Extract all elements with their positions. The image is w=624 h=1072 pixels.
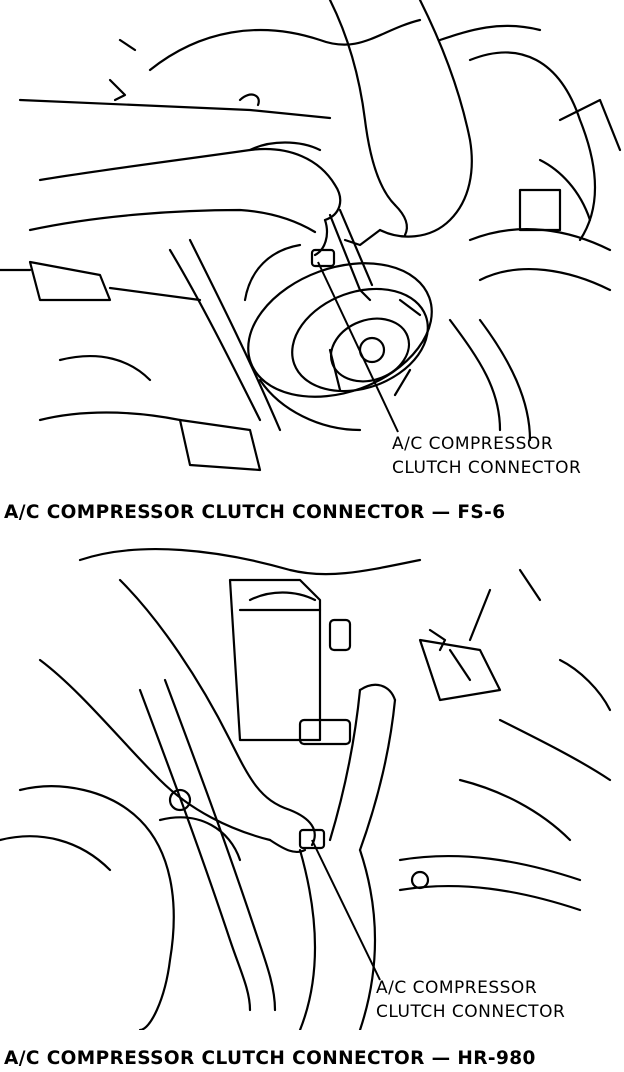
hr980-callout-line2: CLUTCH CONNECTOR: [376, 1002, 566, 1022]
hr980-callout-line1: A/C COMPRESSOR: [376, 978, 538, 998]
fs6-figure-caption: A/C COMPRESSOR CLUTCH CONNECTOR — FS-6: [4, 502, 506, 523]
fs6-callout-line1: A/C COMPRESSOR: [392, 434, 554, 454]
figure-fs6: A/C COMPRESSOR CLUTCH CONNECTOR A/C COMP…: [0, 0, 622, 523]
fs6-callout-line2: CLUTCH CONNECTOR: [392, 458, 582, 478]
hr980-connector-callout: A/C COMPRESSOR CLUTCH CONNECTOR: [376, 976, 565, 1024]
fs6-compressor-illustration: [0, 0, 622, 472]
hr980-compressor-illustration: [0, 548, 612, 1030]
hr980-figure-caption: A/C COMPRESSOR CLUTCH CONNECTOR — HR-980: [4, 1048, 536, 1069]
fs6-connector-callout: A/C COMPRESSOR CLUTCH CONNECTOR: [392, 432, 581, 480]
figure-hr980: A/C COMPRESSOR CLUTCH CONNECTOR A/C COMP…: [0, 540, 624, 1072]
